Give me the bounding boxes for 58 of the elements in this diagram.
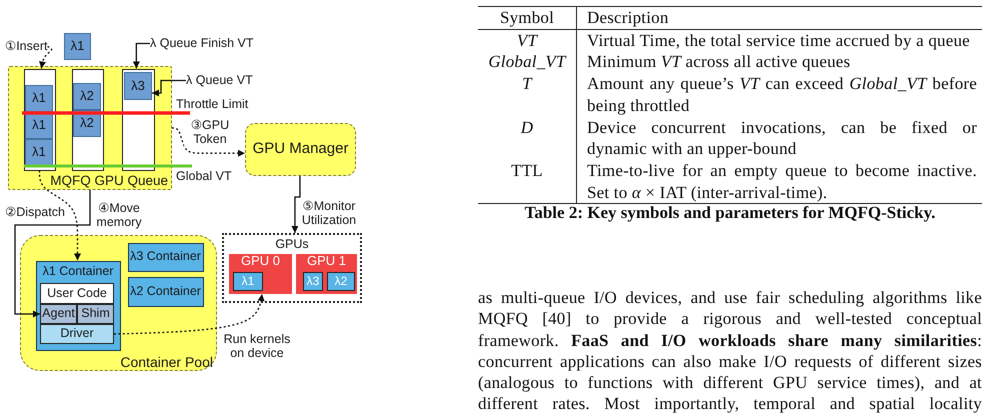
arrow	[291, 176, 301, 233]
step-label: ①Insert	[5, 39, 48, 54]
container-title: λ1 Container	[42, 264, 114, 278]
description-text: Minimum VT across all active queues	[587, 51, 850, 74]
gpu-label: GPU 0	[241, 254, 280, 269]
manager-box: GPU Manager	[245, 123, 356, 176]
function-box: λ2	[73, 83, 101, 110]
container-box: λ3 Container	[128, 242, 204, 272]
layer-box: Driver	[40, 324, 114, 344]
body-paragraph: as multi-queue I/O devices, and use fair scheduling algorithms like MQFQ [40] to provide a rigorous and well-tested conceptual framework. FaaS and I/O workloads share many similarities: concurrent applications can also make I/O requests of different sizes (analogous to functions with different GPU service times), and at different rates. Most importantly, temporal and spatial locality	[478, 287, 982, 415]
dotted-arrow	[172, 127, 245, 157]
description-text: Virtual Time, the total service time accrued by a queue	[587, 30, 970, 52]
edge-label: ②Dispatch	[4, 206, 66, 220]
line-label: Global VT	[176, 169, 232, 183]
table-caption: Table 2: Key symbols and parameters for MQFQ-Sticky.	[524, 203, 936, 222]
queue-panel	[8, 66, 172, 190]
arrow	[132, 42, 150, 68]
gpu-box	[296, 254, 357, 294]
symbol-text: TTL	[511, 160, 543, 182]
function-box: λ1	[64, 33, 91, 60]
panel-title: MQFQ GPU Queue	[50, 173, 168, 189]
function-box: λ2	[327, 272, 355, 291]
queue-column	[72, 68, 104, 170]
dotted-arrow	[39, 46, 52, 69]
gpu-box	[229, 254, 292, 294]
description-text: Device concurrent invocations, can be fixed or dynamic with an upper-bound	[587, 116, 977, 160]
queue-column	[24, 68, 56, 170]
layer-box: User Code	[40, 283, 114, 304]
column-header: Symbol	[500, 7, 554, 29]
line-label: Throttle Limit	[176, 97, 248, 111]
container-box	[36, 260, 120, 350]
arrow	[152, 80, 186, 96]
layer-box: Agent	[40, 304, 77, 324]
gpu-label: GPU 1	[307, 254, 346, 269]
symbol-text: VT	[516, 30, 538, 52]
function-box: λ3	[124, 72, 152, 100]
symbol-text: Global_VT	[488, 51, 566, 74]
description-text: Time-to-live for an empty queue to become inactive. Set to α × IAT (inter-arrival-time).	[587, 160, 977, 204]
group-title: GPUs	[275, 237, 309, 252]
panel-title: Container Pool	[120, 354, 213, 370]
container-box: λ2 Container	[128, 276, 204, 306]
annotation-label: λ Queue VT	[186, 73, 253, 88]
function-box: λ1	[25, 85, 53, 112]
function-box: λ3	[303, 272, 323, 291]
layer-box: Shim	[77, 304, 114, 324]
dotted-arrow	[38, 170, 81, 260]
symbol-text: D	[520, 116, 534, 138]
dotted-arrow	[114, 294, 265, 335]
column-header: Description	[587, 7, 669, 29]
description-text: Amount any queue’s VT can exceed Global_VT before being throttled	[587, 73, 977, 117]
function-box: λ1	[25, 139, 53, 166]
arrow	[14, 190, 91, 318]
pool-panel	[20, 235, 217, 371]
gpu-group-box	[222, 233, 362, 303]
function-box: λ1	[233, 272, 263, 291]
queue-column	[122, 68, 154, 170]
symbol-text: T	[522, 73, 532, 95]
annotation-label: λ Queue Finish VT	[150, 36, 254, 51]
